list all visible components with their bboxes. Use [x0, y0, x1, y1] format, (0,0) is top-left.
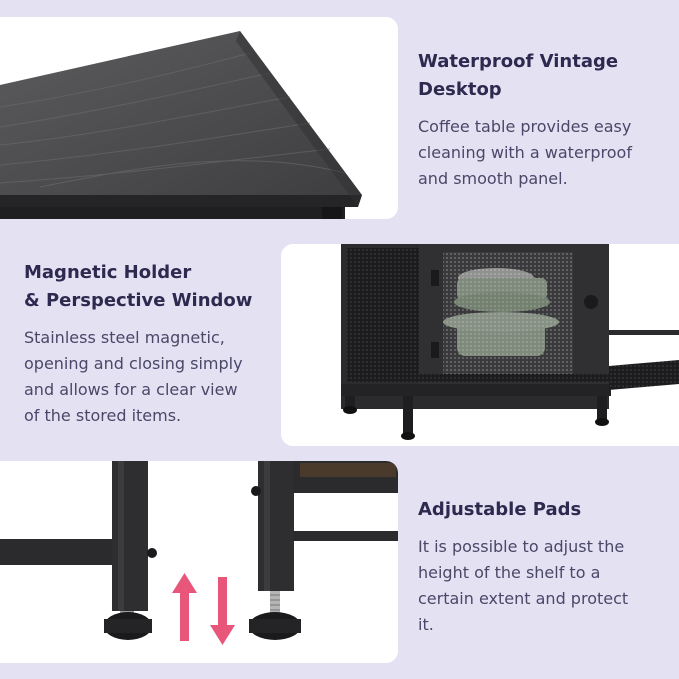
- section-magnetic-holder: Magnetic Holder & Perspective Window Sta…: [24, 259, 274, 429]
- title-line: Magnetic Holder: [24, 262, 192, 283]
- section-description: Coffee table provides easy cleaning with…: [418, 114, 668, 192]
- title-line: Waterproof Vintage: [418, 51, 619, 72]
- section-title: Magnetic Holder & Perspective Window: [24, 259, 274, 315]
- cabinet-door-image: [341, 244, 679, 440]
- section-waterproof-desktop: Waterproof Vintage Desktop Coffee table …: [418, 48, 668, 192]
- section-title: Waterproof Vintage Desktop: [418, 48, 668, 104]
- title-line: Desktop: [418, 79, 502, 100]
- section-description: Stainless steel magnetic, opening and cl…: [24, 325, 274, 429]
- title-line: & Perspective Window: [24, 290, 253, 311]
- section-adjustable-pads: Adjustable Pads It is possible to adjust…: [418, 496, 668, 638]
- section-description: It is possible to adjust the height of t…: [418, 534, 668, 638]
- desc-line: opening and closing simply: [24, 354, 243, 373]
- desc-line: of the stored items.: [24, 406, 182, 425]
- pads-photo-panel: [0, 461, 398, 663]
- desktop-closeup-image: [0, 31, 362, 219]
- desc-line: it.: [418, 615, 434, 634]
- title-line: Adjustable Pads: [418, 499, 582, 520]
- desc-line: height of the shelf to a: [418, 563, 601, 582]
- desc-line: and smooth panel.: [418, 169, 568, 188]
- desktop-photo-panel: [0, 17, 398, 219]
- desc-line: cleaning with a waterproof: [418, 143, 632, 162]
- desc-line: Stainless steel magnetic,: [24, 328, 225, 347]
- desc-line: Coffee table provides easy: [418, 117, 632, 136]
- cabinet-photo-panel: [281, 244, 679, 446]
- adjustable-pads-image: [0, 461, 398, 645]
- desc-line: It is possible to adjust the: [418, 537, 625, 556]
- desc-line: and allows for a clear view: [24, 380, 238, 399]
- section-title: Adjustable Pads: [418, 496, 668, 524]
- desc-line: certain extent and protect: [418, 589, 629, 608]
